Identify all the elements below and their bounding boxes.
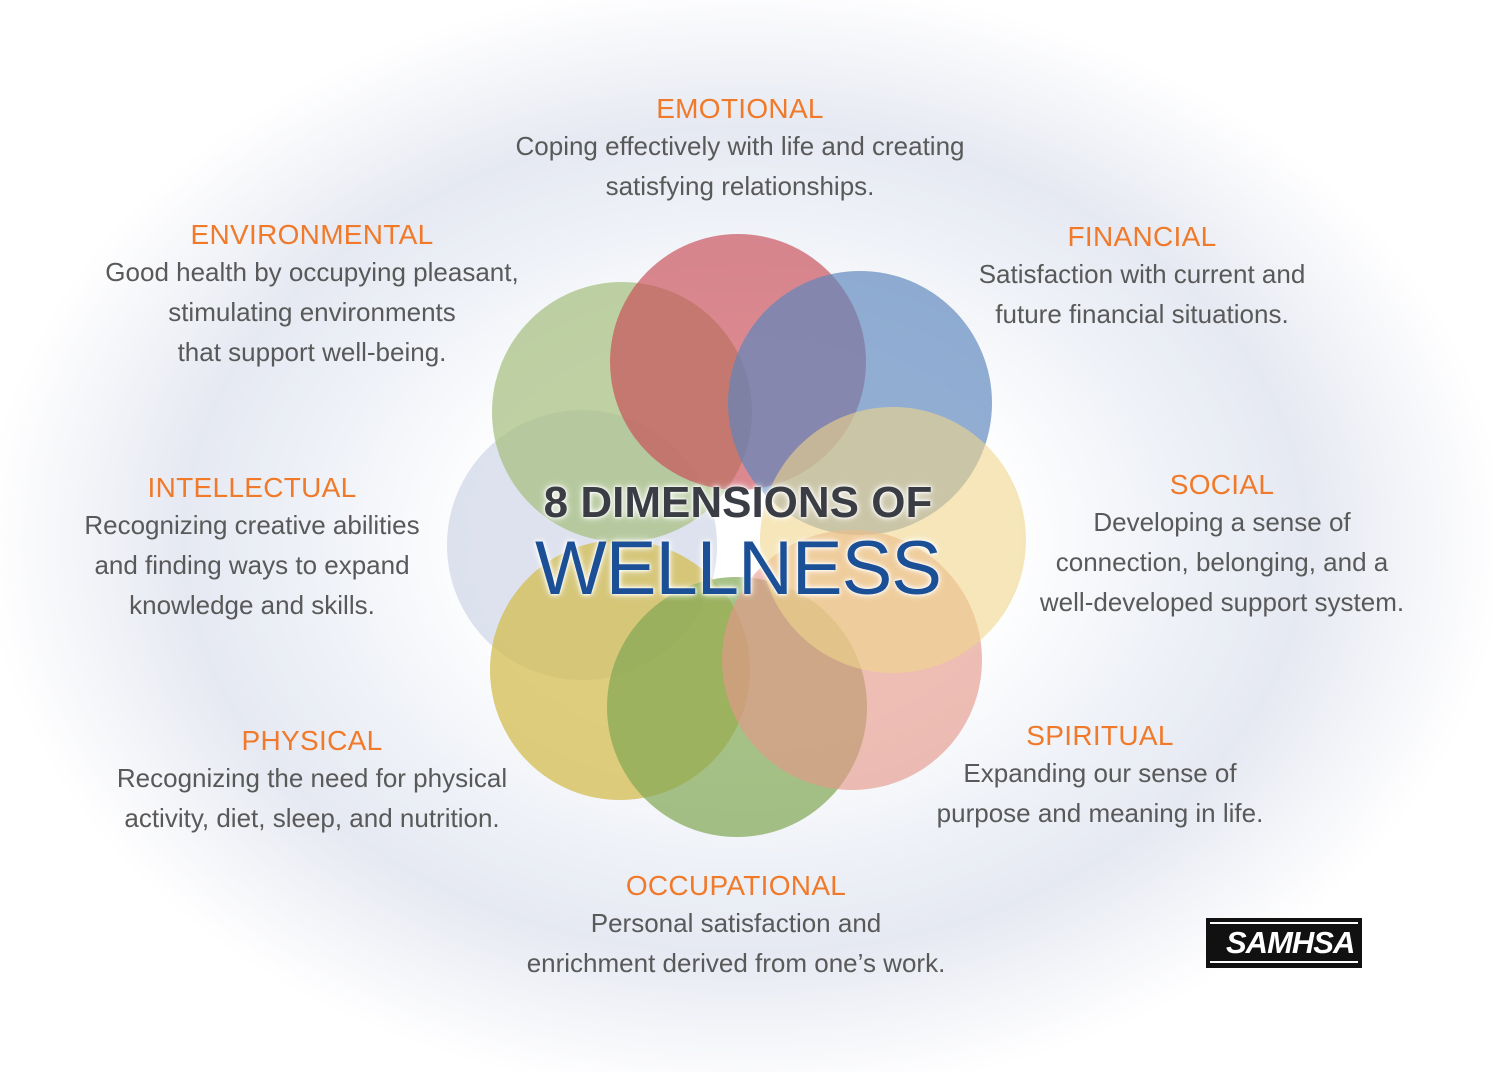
samhsa-logo: SAMHSA [1206, 918, 1362, 968]
dimension-social: SOCIAL Developing a sense of connection,… [1012, 468, 1432, 622]
dimension-title: FINANCIAL [1067, 221, 1217, 252]
dimension-intellectual: INTELLECTUAL Recognizing creative abilit… [42, 471, 462, 625]
title-line-dimensions: 8 DIMENSIONS OF [543, 478, 933, 527]
logo-rule-bottom [1210, 961, 1358, 963]
dimension-title: EMOTIONAL [656, 93, 824, 124]
title-line-wellness: WELLNESS [535, 526, 942, 611]
dimension-description: Recognizing creative abilities and findi… [84, 510, 420, 620]
logo-rule-top [1210, 922, 1358, 924]
dimension-physical: PHYSICAL Recognizing the need for physic… [72, 724, 552, 838]
dimension-description: Recognizing the need for physical activi… [116, 763, 508, 833]
dimension-financial: FINANCIAL Satisfaction with current and … [932, 220, 1352, 334]
logo-text: SAMHSA [1226, 925, 1355, 960]
dimension-description: Developing a sense of connection, belong… [1039, 507, 1405, 617]
dimension-title: ENVIRONMENTAL [190, 219, 434, 250]
dimension-title: SPIRITUAL [1026, 720, 1174, 751]
dimension-description: Good health by occupying pleasant, stimu… [105, 257, 519, 367]
dimension-environmental: ENVIRONMENTAL Good health by occupying p… [52, 218, 572, 372]
dimension-title: OCCUPATIONAL [625, 870, 847, 901]
dimension-emotional: EMOTIONAL Coping effectively with life a… [440, 92, 1040, 206]
dimension-description: Coping effectively with life and creatin… [515, 131, 965, 201]
dimension-occupational: OCCUPATIONAL Personal satisfaction and e… [476, 869, 996, 983]
diagram-title: 8 DIMENSIONS OF WELLNESS [468, 478, 1008, 610]
dimension-spiritual: SPIRITUAL Expanding our sense of purpose… [900, 719, 1300, 833]
dimension-title: PHYSICAL [241, 725, 383, 756]
dimension-description: Expanding our sense of purpose and meani… [936, 758, 1264, 828]
petal-social [760, 407, 1026, 673]
dimension-title: INTELLECTUAL [147, 472, 357, 503]
dimension-title: SOCIAL [1169, 469, 1275, 500]
dimension-description: Personal satisfaction and enrichment der… [526, 908, 946, 978]
dimension-description: Satisfaction with current and future fin… [978, 259, 1306, 329]
